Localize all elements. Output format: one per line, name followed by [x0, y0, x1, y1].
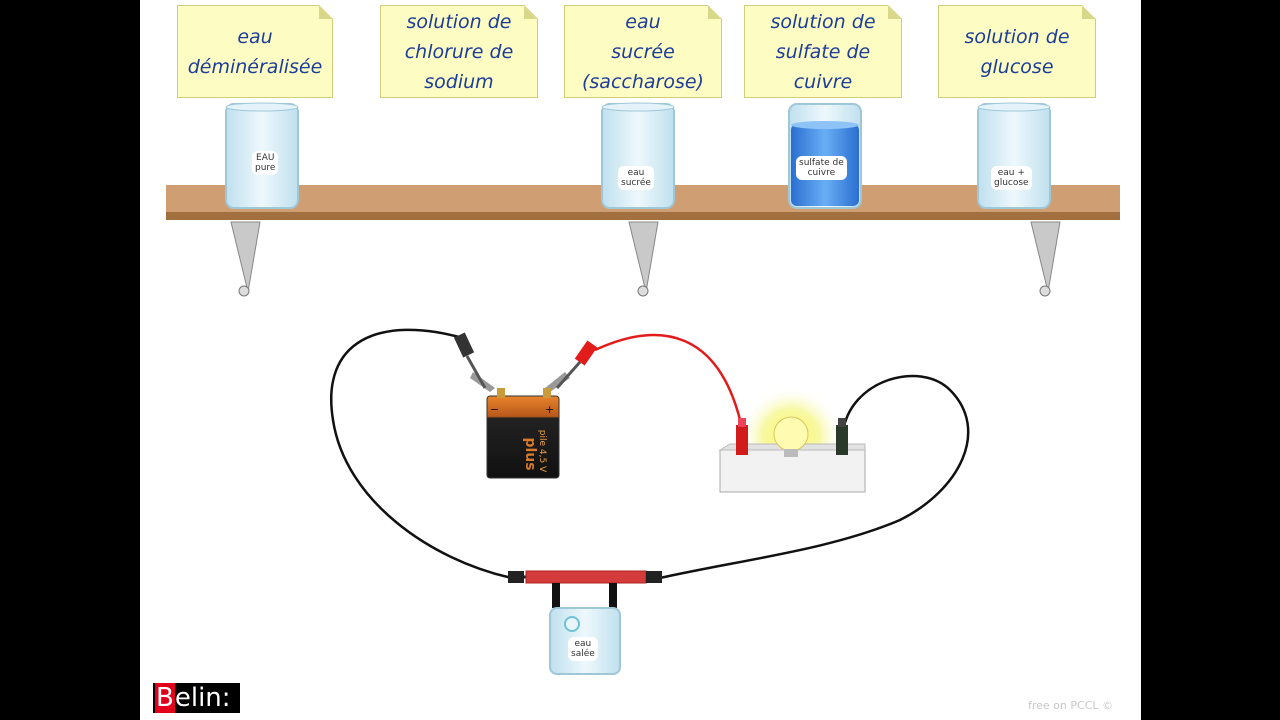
cell-label-salt-water: eau salée	[568, 637, 598, 661]
beaker-label-copper-sulfate: sulfate de cuivre	[796, 156, 847, 180]
label-text: eau déminéralisée	[187, 25, 323, 78]
battery-minus-sign: −	[490, 403, 500, 416]
battery-brand-text: plus	[522, 437, 538, 471]
black-wire-right	[659, 374, 970, 580]
battery-voltage-text: pile 4,5 V	[537, 429, 547, 473]
label-glucose-solution[interactable]: solution de glucose	[938, 5, 1096, 98]
simulation-stage: eau déminéralisée solution de chlorure d…	[140, 0, 1141, 720]
label-sugar-water[interactable]: eau sucrée (saccharose)	[564, 5, 722, 98]
label-copper-sulfate-solution[interactable]: solution de sulfate de cuivre	[744, 5, 902, 98]
black-clip[interactable]	[453, 332, 495, 392]
label-text: solution de chlorure de sodium	[404, 10, 514, 93]
black-wire-left	[330, 328, 513, 580]
shelf-bracket-middle	[628, 221, 659, 297]
beaker-glucose-water[interactable]	[977, 102, 1051, 209]
red-clip[interactable]	[545, 340, 598, 392]
belin-logo: Belin:	[152, 682, 241, 714]
light-bulb	[773, 416, 809, 457]
label-demineralized-water[interactable]: eau déminéralisée	[177, 5, 333, 98]
label-text: solution de glucose	[964, 25, 1070, 78]
label-text: eau sucrée (saccharose)	[582, 10, 704, 93]
scene-drawing	[166, 102, 1120, 675]
lamp-terminal-black[interactable]	[836, 418, 848, 455]
lamp-base	[718, 443, 866, 493]
battery-plus-sign: +	[545, 403, 555, 416]
battery[interactable]	[486, 388, 560, 479]
beaker-label-sugar-water: eau sucrée	[618, 166, 654, 190]
lamp-terminal-red[interactable]	[736, 418, 748, 455]
shelf-bracket-left	[230, 221, 261, 297]
beaker-label-glucose-water: eau + glucose	[991, 166, 1032, 190]
red-wire	[594, 333, 744, 429]
label-sodium-chloride-solution[interactable]: solution de chlorure de sodium	[380, 5, 538, 98]
beaker-sugar-water[interactable]	[601, 102, 675, 209]
beaker-label-pure-water: EAU pure	[252, 151, 279, 175]
label-text: solution de sulfate de cuivre	[770, 10, 876, 93]
pccl-watermark: free on PCCL ©	[1028, 699, 1114, 712]
shelf-bracket-right	[1030, 221, 1061, 297]
